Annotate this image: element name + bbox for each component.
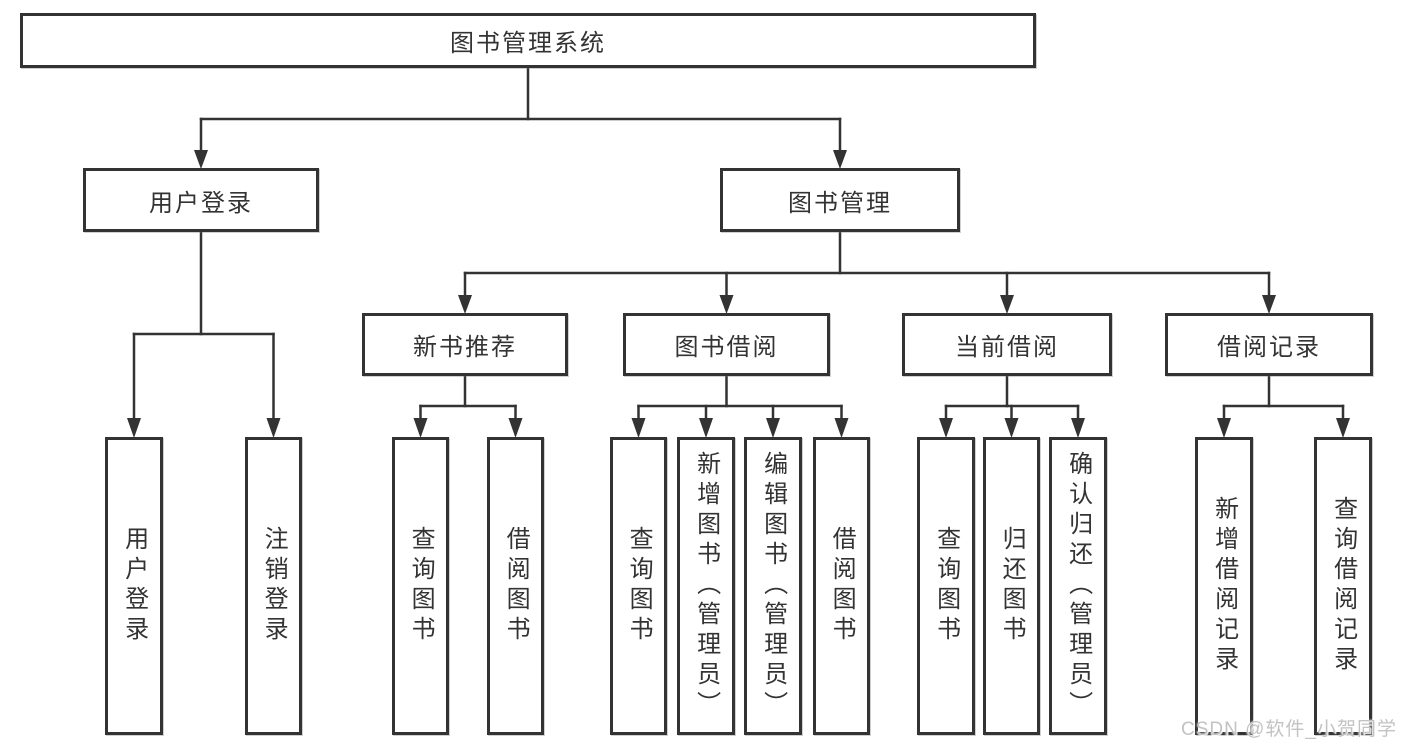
node-label: 确认归还（管理员） <box>1064 451 1092 721</box>
node-label: 编辑图书（管理员） <box>759 451 787 721</box>
leaf-borrow-books-recommend: 借阅图书 <box>487 437 544 735</box>
node-label: 图书管理系统 <box>450 30 606 57</box>
node-label: 用户登录 <box>149 189 253 217</box>
node-label: 注销登录 <box>260 526 288 646</box>
node-new-book-recommend: 新书推荐 <box>362 313 568 376</box>
node-label: 查询图书 <box>932 526 960 646</box>
node-current-borrowing: 当前借阅 <box>902 313 1112 376</box>
leaf-add-borrow-record: 新增借阅记录 <box>1195 437 1253 735</box>
connector-current-to-leaves <box>939 374 1085 438</box>
leaf-query-books-borrowing: 查询图书 <box>610 437 667 735</box>
node-label: 图书借阅 <box>674 334 779 361</box>
node-label: 当前借阅 <box>955 334 1059 361</box>
node-book-management: 图书管理 <box>720 168 960 232</box>
connector-borrowing-to-leaves <box>631 374 849 438</box>
node-label: 借阅图书 <box>828 526 856 646</box>
node-label: 查询图书 <box>625 526 653 646</box>
node-label: 借阅图书 <box>502 526 530 646</box>
node-label: 查询图书 <box>407 526 435 646</box>
connector-records-to-leaves <box>1217 374 1350 438</box>
leaf-query-books-current: 查询图书 <box>917 437 975 735</box>
node-label: 查询借阅记录 <box>1329 496 1357 676</box>
leaf-user-login: 用户登录 <box>105 437 163 735</box>
node-label: 归还图书 <box>998 526 1026 646</box>
node-book-borrowing: 图书借阅 <box>623 313 830 376</box>
node-user-login: 用户登录 <box>83 168 319 232</box>
node-label: 用户登录 <box>120 526 148 646</box>
node-label: 新增借阅记录 <box>1210 496 1238 676</box>
node-label: 图书管理 <box>788 189 892 217</box>
connector-user-login-to-leaves <box>127 230 281 438</box>
node-label: 新增图书（管理员） <box>692 451 720 721</box>
leaf-query-borrow-record: 查询借阅记录 <box>1314 437 1372 735</box>
leaf-logout: 注销登录 <box>245 437 302 735</box>
connector-root-to-level2 <box>194 66 847 169</box>
node-library-management-system: 图书管理系统 <box>20 13 1036 68</box>
csdn-watermark: CSDN @软件_小贺同学 <box>1181 719 1397 740</box>
leaf-confirm-return-admin: 确认归还（管理员） <box>1049 437 1107 735</box>
connector-management-to-level3 <box>458 230 1276 314</box>
leaf-edit-books-admin: 编辑图书（管理员） <box>744 437 802 735</box>
connector-recommend-to-leaves <box>413 374 523 438</box>
leaf-return-books: 归还图书 <box>983 437 1040 735</box>
node-borrowing-records: 借阅记录 <box>1165 313 1373 376</box>
leaf-add-books-admin: 新增图书（管理员） <box>677 437 735 735</box>
node-label: 新书推荐 <box>413 334 517 361</box>
node-label: 借阅记录 <box>1217 334 1321 361</box>
leaf-borrow-books-borrowing: 借阅图书 <box>813 437 870 735</box>
leaf-query-books-recommend: 查询图书 <box>392 437 449 735</box>
